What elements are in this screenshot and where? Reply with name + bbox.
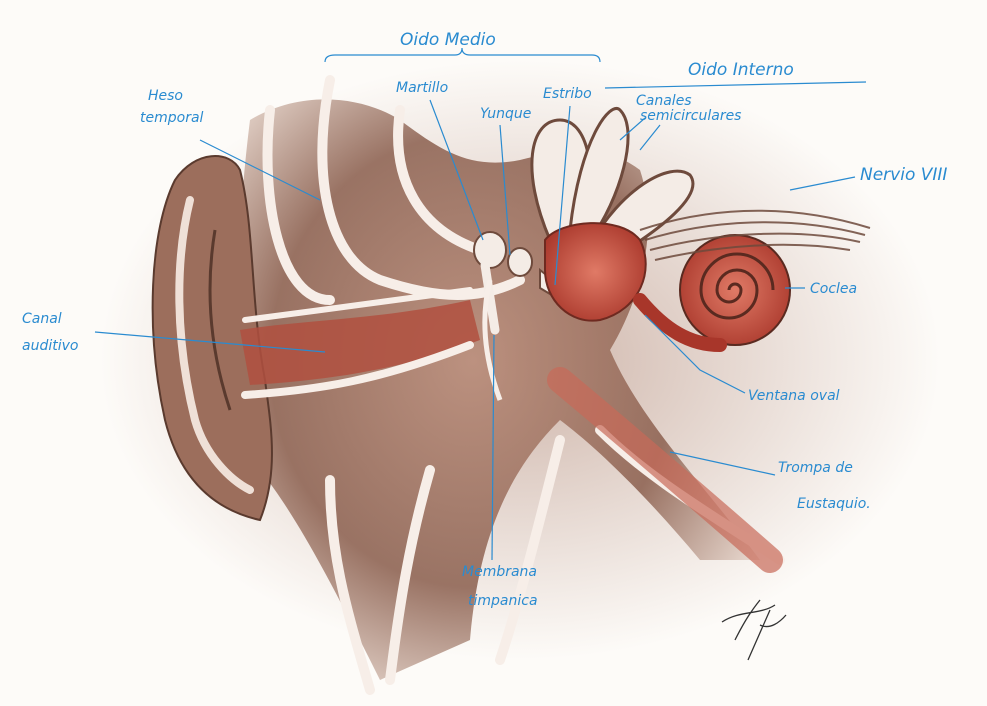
header-middle-ear: Oido Medio <box>400 30 496 50</box>
label-ear-canal-1: Canal <box>22 311 62 327</box>
label-ear-canal-2: auditivo <box>22 338 78 354</box>
label-malleus: Martillo <box>396 80 448 96</box>
label-semicircular-2: semicirculares <box>640 108 741 124</box>
label-stapes: Estribo <box>543 86 592 102</box>
label-eustachian-1: Trompa de <box>778 460 853 476</box>
label-eustachian-2: Eustaquio. <box>797 496 871 512</box>
incus-shape <box>508 248 532 276</box>
label-temporal-bone-1: Heso <box>148 88 183 104</box>
label-nerve-viii: Nervio VIII <box>860 165 947 185</box>
label-temporal-bone-2: temporal <box>140 110 204 126</box>
label-incus: Yunque <box>480 106 531 122</box>
label-eardrum-1: Membrana <box>462 564 537 580</box>
middle-ear-bracket <box>325 48 600 62</box>
label-eardrum-2: timpanica <box>468 593 538 609</box>
label-semicircular-1: Canales <box>636 93 692 109</box>
label-oval-window: Ventana oval <box>748 388 840 404</box>
label-cochlea: Coclea <box>810 281 857 297</box>
header-inner-ear: Oido Interno <box>688 60 794 80</box>
malleus-shape <box>474 232 506 268</box>
